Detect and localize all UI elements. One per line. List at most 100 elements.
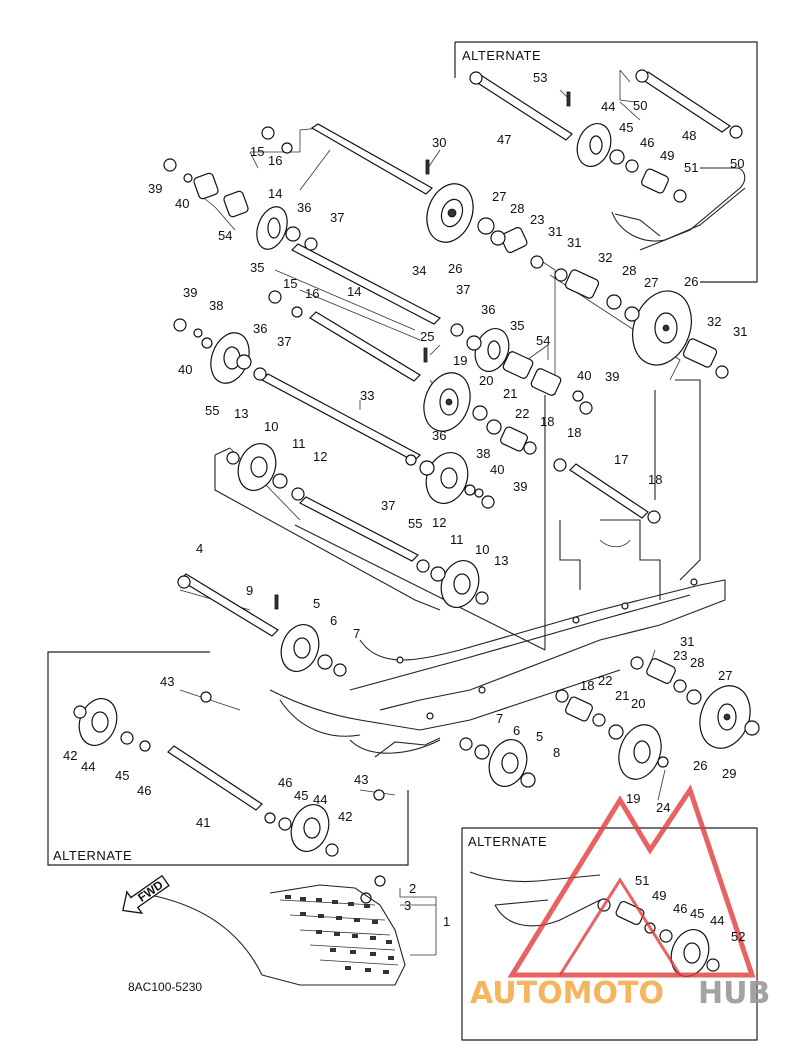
wheel-19-lower <box>618 724 662 780</box>
callout-45: 45 <box>115 768 129 783</box>
callout-36: 36 <box>481 302 495 317</box>
callout-23: 23 <box>530 212 544 227</box>
callout-51: 51 <box>635 873 649 888</box>
callout-45: 45 <box>690 906 704 921</box>
callout-43: 43 <box>354 772 368 787</box>
callout-40: 40 <box>175 196 189 211</box>
wheel-44-top-alt <box>576 123 612 167</box>
callout-45: 45 <box>619 120 633 135</box>
alternate-frame-pieces <box>469 167 746 927</box>
callout-7: 7 <box>496 711 503 726</box>
callout-8: 8 <box>553 745 560 760</box>
axle-47 <box>469 71 573 141</box>
wheel-44-left-lower <box>290 804 330 852</box>
wheel-26-lower <box>699 685 751 749</box>
callout-13: 13 <box>494 553 508 568</box>
callout-38: 38 <box>209 298 223 313</box>
callout-30: 30 <box>432 135 446 150</box>
callout-9: 9 <box>246 583 253 598</box>
callout-31: 31 <box>733 324 747 339</box>
callout-45: 45 <box>294 788 308 803</box>
axle-48 <box>638 71 732 133</box>
callout-6: 6 <box>513 723 520 738</box>
callout-5: 5 <box>313 596 320 611</box>
wheel-10-mid <box>440 560 480 608</box>
callout-28: 28 <box>622 263 636 278</box>
hardware <box>73 69 760 972</box>
callout-13: 13 <box>234 406 248 421</box>
callout-53: 53 <box>533 70 547 85</box>
callout-10: 10 <box>475 542 489 557</box>
automotohub-watermark: AUTOMOTO HUB <box>470 784 770 1011</box>
callout-49: 49 <box>652 888 666 903</box>
callout-39: 39 <box>605 369 619 384</box>
callout-36: 36 <box>297 200 311 215</box>
callout-12: 12 <box>432 515 446 530</box>
drawing-code: 8AC100-5230 <box>128 980 202 994</box>
callout-25: 25 <box>420 329 434 344</box>
callout-39: 39 <box>183 285 197 300</box>
callout-36: 36 <box>432 428 446 443</box>
callout-51: 51 <box>684 160 698 175</box>
callout-46: 46 <box>640 135 654 150</box>
callout-32: 32 <box>598 250 612 265</box>
callout-37: 37 <box>330 210 344 225</box>
callout-18: 18 <box>567 425 581 440</box>
callout-15: 15 <box>250 144 264 159</box>
callout-55: 55 <box>408 516 422 531</box>
callout-18: 18 <box>648 472 662 487</box>
callout-44: 44 <box>710 913 724 928</box>
alternate-label-top-right: ALTERNATE <box>462 48 541 63</box>
callout-28: 28 <box>510 201 524 216</box>
callout-22: 22 <box>515 406 529 421</box>
callout-14: 14 <box>347 284 361 299</box>
callout-3: 3 <box>404 898 411 913</box>
wheel-55-left <box>210 332 250 384</box>
callout-27: 27 <box>492 189 506 204</box>
callout-11: 11 <box>450 532 464 547</box>
wheel-26-right <box>632 290 692 366</box>
callout-40: 40 <box>577 368 591 383</box>
callout-48: 48 <box>682 128 696 143</box>
callout-54: 54 <box>218 228 232 243</box>
callout-44: 44 <box>601 99 615 114</box>
wheel-26-top <box>426 183 474 243</box>
wheel-35-top <box>256 206 288 250</box>
callout-22: 22 <box>598 673 612 688</box>
callout-35: 35 <box>510 318 524 333</box>
front-direction-arrow: FWD <box>122 874 170 914</box>
callout-34: 34 <box>412 263 426 278</box>
callout-19: 19 <box>626 791 640 806</box>
callout-46: 46 <box>278 775 292 790</box>
callout-39: 39 <box>513 479 527 494</box>
callout-16: 16 <box>268 153 282 168</box>
callout-36: 36 <box>253 321 267 336</box>
callout-27: 27 <box>718 668 732 683</box>
callout-41: 41 <box>196 815 210 830</box>
wheel-10-left <box>237 443 277 491</box>
callout-38: 38 <box>476 446 490 461</box>
leader-lines <box>179 69 681 956</box>
suspension-frame <box>214 379 726 758</box>
callout-26: 26 <box>448 261 462 276</box>
alternate-box-top-right: ALTERNATE <box>454 41 758 283</box>
callout-29: 29 <box>722 766 736 781</box>
callout-44: 44 <box>81 759 95 774</box>
callout-42: 42 <box>338 809 352 824</box>
callout-2: 2 <box>409 881 416 896</box>
callout-10: 10 <box>264 419 278 434</box>
callout-35: 35 <box>250 260 264 275</box>
axle-top <box>310 123 433 195</box>
axle-4 <box>179 573 279 637</box>
callout-40: 40 <box>490 462 504 477</box>
alternate-label-left: ALTERNATE <box>53 848 132 863</box>
callout-42: 42 <box>63 748 77 763</box>
callout-26: 26 <box>684 274 698 289</box>
axles <box>167 71 732 926</box>
wheel-19-mid <box>423 372 471 432</box>
callout-37: 37 <box>456 282 470 297</box>
axle-41 <box>167 745 263 811</box>
axle-mid <box>298 496 420 562</box>
callout-20: 20 <box>479 373 493 388</box>
